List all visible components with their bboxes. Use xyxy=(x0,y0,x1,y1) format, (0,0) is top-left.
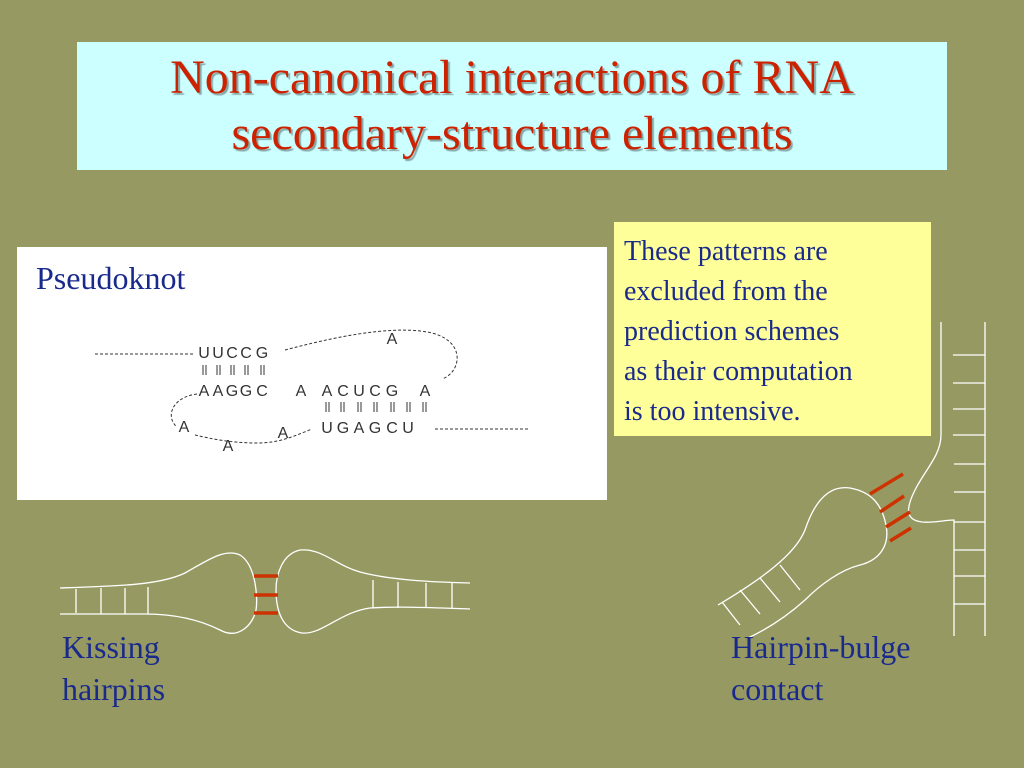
pk-nucleotide-top: U xyxy=(212,345,224,362)
kissing-right-hairpin xyxy=(275,549,471,634)
pk-loop-top xyxy=(284,329,458,380)
pk-nucleotide-mid: C xyxy=(256,383,268,400)
kissing-left-stem-pairs xyxy=(75,587,149,614)
bulge-right-stem-pairs xyxy=(953,354,985,605)
note-box: These patterns are excluded from the pre… xyxy=(614,222,931,436)
pk-nucleotide-top: C xyxy=(226,345,238,362)
pk-nucleotide-mid: A xyxy=(213,383,224,400)
pk-nucleotide-bottom: C xyxy=(386,420,398,437)
pk-nucleotide-loop-bottom: A xyxy=(179,419,190,436)
pk-nucleotide-mid: C xyxy=(369,383,381,400)
pk-nucleotide-bottom: G xyxy=(337,420,349,437)
pseudoknot-label: Pseudoknot xyxy=(36,260,186,296)
kissing-hairpins-diagram xyxy=(59,549,471,634)
pk-nucleotide-mid: C xyxy=(337,383,349,400)
pk-nucleotide-top: C xyxy=(240,345,252,362)
bulge-interaction-marks xyxy=(869,472,912,543)
pk-nucleotide-mid: A xyxy=(322,383,333,400)
note-line: as their computation xyxy=(624,356,853,387)
pk-nucleotide-loop-bottom: A xyxy=(278,425,289,442)
note-line: excluded from the xyxy=(624,276,828,307)
title-box: Non-canonical interactions of RNA second… xyxy=(77,42,947,170)
bulge-left-stem-pairs xyxy=(721,564,801,626)
pk-loop-bottom xyxy=(194,428,313,444)
caption-kissing-line-2: hairpins xyxy=(62,671,166,707)
caption-bulge-line-1: Hairpin-bulge xyxy=(731,629,911,665)
pk-nucleotide-bottom: G xyxy=(369,420,381,437)
pk-nucleotide-loop-top: A xyxy=(387,331,398,348)
pk-loop-left xyxy=(170,393,198,428)
note-line: prediction schemes xyxy=(624,316,840,347)
note-line: is too intensive. xyxy=(624,396,801,427)
caption-bulge-line-2: contact xyxy=(731,671,824,707)
pk-basepairs-stem2 xyxy=(325,402,427,412)
pk-nucleotide-mid: G xyxy=(226,383,238,400)
pk-nucleotide-bottom: U xyxy=(402,420,414,437)
pk-nucleotide-mid: G xyxy=(386,383,398,400)
caption-kissing-hairpins: Kissing hairpins xyxy=(62,626,165,710)
pk-basepairs-stem1 xyxy=(202,365,265,375)
pk-nucleotide-top: U xyxy=(198,345,210,362)
kissing-left-hairpin xyxy=(59,552,258,634)
pk-nucleotide-bottom: A xyxy=(354,420,365,437)
pk-nucleotide-bottom: U xyxy=(321,420,333,437)
title-line-2: secondary-structure elements xyxy=(231,107,793,160)
caption-hairpin-bulge: Hairpin-bulge contact xyxy=(731,626,911,710)
pk-nucleotide-top: G xyxy=(256,345,268,362)
bulge-hairpin-loop xyxy=(717,487,888,639)
title-line-1: Non-canonical interactions of RNA xyxy=(170,51,854,104)
kissing-interaction-marks xyxy=(254,574,278,615)
note-line: These patterns are xyxy=(624,236,828,267)
pk-nucleotide-mid: A xyxy=(296,383,307,400)
pk-nucleotide-mid: G xyxy=(240,383,252,400)
pk-nucleotide-loop-bottom: A xyxy=(223,438,234,455)
pk-nucleotide-mid: A xyxy=(420,383,431,400)
pk-nucleotide-mid: A xyxy=(199,383,210,400)
pk-nucleotide-mid: U xyxy=(353,383,365,400)
kissing-right-stem-pairs xyxy=(372,580,453,608)
caption-kissing-line-1: Kissing xyxy=(62,629,160,665)
